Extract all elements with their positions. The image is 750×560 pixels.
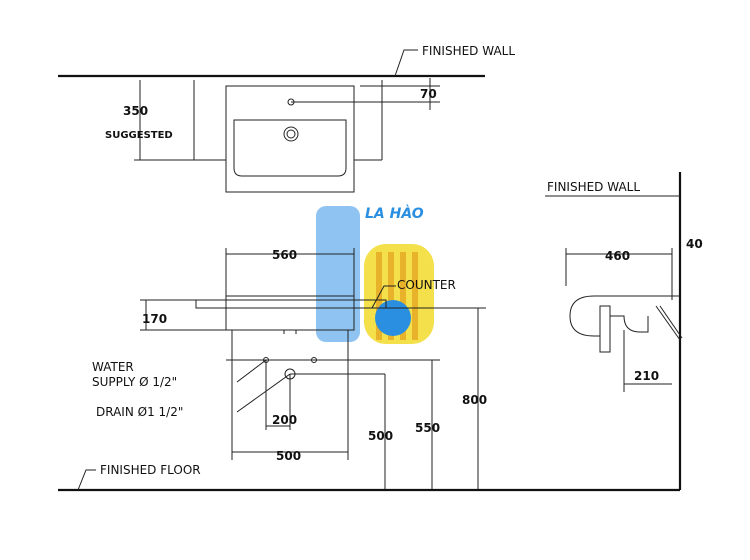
dim-210: 210 bbox=[634, 369, 659, 383]
water-supply-label: SUPPLY Ø 1/2" bbox=[92, 375, 177, 389]
dim-350: 350 bbox=[123, 104, 148, 118]
dim-500-width: 500 bbox=[276, 449, 301, 463]
basin-profile bbox=[569, 295, 680, 337]
logo-stripe-4 bbox=[412, 252, 418, 340]
dim-460: 460 bbox=[605, 249, 630, 263]
drain-label: DRAIN Ø1 1/2" bbox=[96, 405, 183, 419]
basin-front bbox=[225, 295, 355, 331]
dim-500-height: 500 bbox=[368, 429, 393, 443]
dim-170: 170 bbox=[142, 312, 167, 326]
drain-hole-plan bbox=[283, 126, 299, 142]
finished-wall-leader-top bbox=[394, 49, 418, 77]
suggested-label: SUGGESTED bbox=[105, 130, 173, 141]
dim-800: 800 bbox=[462, 393, 487, 407]
watermark-logo: LA HÀO bbox=[316, 205, 434, 344]
dim-70: 70 bbox=[420, 87, 437, 101]
front-elevation: 560 COUNTER 170 WATER SUPPLY Ø 1/2" DRAI… bbox=[58, 248, 680, 492]
water-label-1: WATER bbox=[92, 360, 134, 374]
counter-label: COUNTER bbox=[397, 278, 456, 292]
counter-leader bbox=[371, 285, 396, 309]
logo-blue-dot bbox=[375, 300, 411, 336]
plan-view: FINISHED WALL 70 350 SUGGESTED bbox=[58, 44, 515, 193]
dim-560: 560 bbox=[272, 248, 297, 262]
dim-200: 200 bbox=[272, 413, 297, 427]
basin-bowl-plan bbox=[233, 119, 347, 177]
finished-floor-label: FINISHED FLOOR bbox=[100, 463, 201, 477]
counter-slab bbox=[195, 299, 387, 309]
counter-section bbox=[599, 305, 611, 353]
logo-blue-bar bbox=[316, 206, 360, 342]
dim-40: 40 bbox=[686, 237, 703, 251]
logo-text: LA HÀO bbox=[365, 205, 424, 222]
drain-trap-side bbox=[610, 315, 649, 333]
logo-stripe-2 bbox=[388, 252, 394, 340]
logo-stripe-3 bbox=[400, 252, 406, 340]
basin-outer-plan bbox=[225, 85, 355, 193]
finished-wall-label-top: FINISHED WALL bbox=[422, 44, 515, 58]
side-elevation: FINISHED WALL 460 40 210 bbox=[545, 172, 703, 490]
dim-550: 550 bbox=[415, 421, 440, 435]
finished-wall-label-side: FINISHED WALL bbox=[547, 180, 640, 194]
